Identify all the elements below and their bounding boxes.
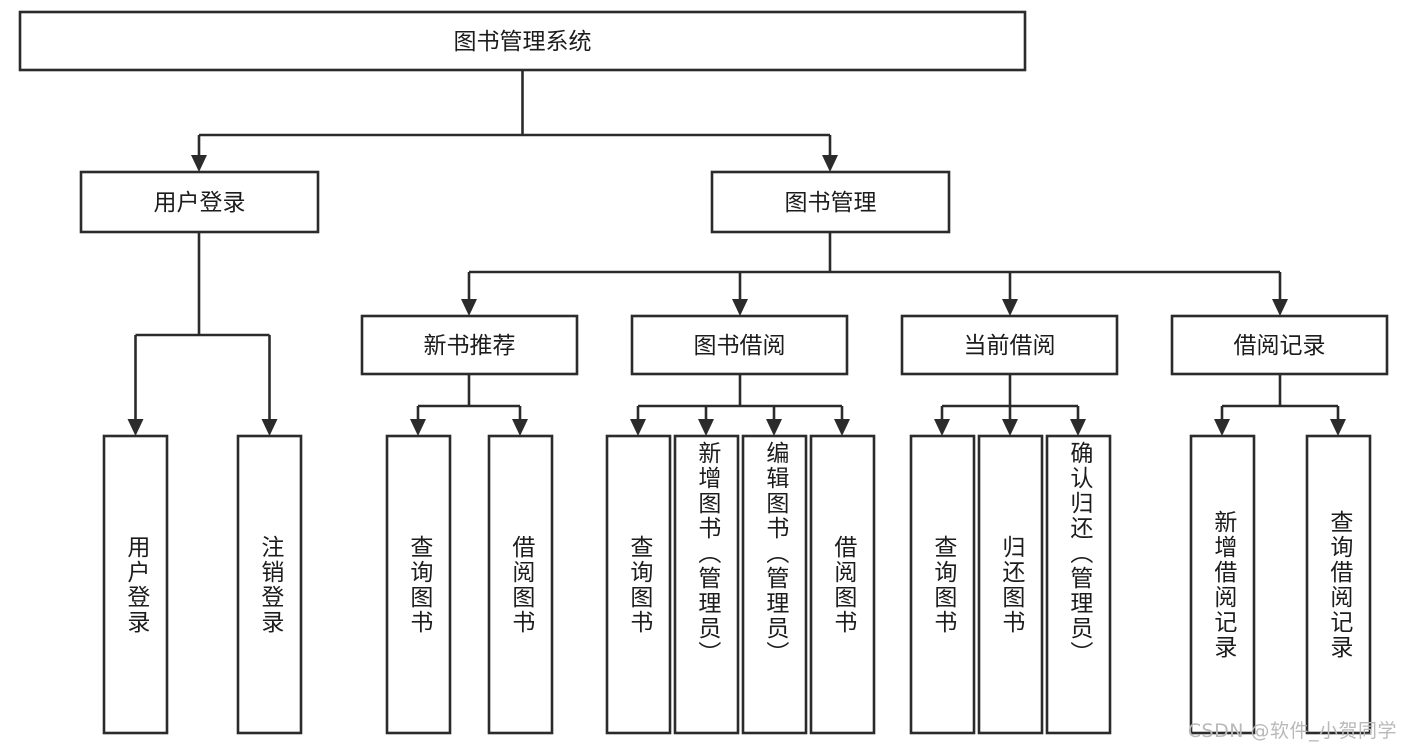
leaf-borrow-book-2[interactable]: 借阅图书	[809, 434, 876, 735]
leaf-edit-book-label: 编辑图书（管理员）	[761, 441, 788, 666]
leaf-query-record-label: 查询借阅记录	[1325, 509, 1352, 660]
leaf-logout-login-label: 注销登录	[256, 534, 283, 635]
node-new-book-recommend[interactable]: 新书推荐	[360, 314, 579, 376]
connector-bookborrow-to-leaves	[630, 374, 850, 436]
leaf-add-record-label: 新增借阅记录	[1209, 509, 1236, 660]
node-user-login-label: 用户登录	[154, 190, 246, 216]
node-current-borrow-label: 当前借阅	[964, 333, 1056, 359]
leaf-query-book-2[interactable]: 查询图书	[605, 434, 672, 735]
node-new-book-recommend-label: 新书推荐	[424, 333, 516, 359]
arrow-head-icon	[834, 419, 850, 436]
arrow-head-icon	[934, 419, 950, 436]
node-book-management[interactable]: 图书管理	[710, 170, 951, 234]
connector-root-to-level2	[191, 70, 838, 172]
arrow-head-icon	[461, 299, 477, 316]
leaf-logout-login[interactable]: 注销登录	[236, 434, 303, 735]
node-user-login[interactable]: 用户登录	[79, 170, 320, 234]
arrow-head-icon	[1272, 299, 1288, 316]
leaf-return-book[interactable]: 归还图书	[977, 434, 1044, 735]
arrow-head-icon	[1330, 419, 1346, 436]
node-book-management-label: 图书管理	[785, 190, 877, 216]
node-root-label: 图书管理系统	[454, 29, 592, 55]
leaf-borrow-book-2-label: 借阅图书	[829, 534, 856, 635]
arrow-head-icon	[1002, 299, 1018, 316]
arrow-head-icon	[410, 419, 426, 436]
arrow-head-icon	[1002, 419, 1018, 436]
leaf-confirm-return-label: 确认归还（管理员）	[1065, 441, 1092, 666]
arrow-head-icon	[698, 419, 714, 436]
node-root[interactable]: 图书管理系统	[18, 10, 1027, 72]
watermark-text: CSDN @软件_小贺同学	[1187, 720, 1397, 742]
node-borrow-record[interactable]: 借阅记录	[1170, 314, 1389, 376]
arrow-head-icon	[1214, 419, 1230, 436]
arrow-head-icon	[261, 419, 278, 436]
arrow-head-icon	[822, 155, 838, 172]
connector-newbook-to-leaves	[410, 374, 528, 436]
connector-userlogin-to-leaves	[127, 232, 278, 436]
arrow-head-icon	[732, 299, 748, 316]
leaf-add-record[interactable]: 新增借阅记录	[1189, 434, 1256, 735]
arrow-head-icon	[766, 419, 782, 436]
connector-currentborrow-to-leaves	[934, 374, 1086, 436]
leaf-add-book[interactable]: 新增图书（管理员）	[673, 434, 740, 735]
node-book-borrow-label: 图书借阅	[694, 333, 786, 359]
node-book-borrow[interactable]: 图书借阅	[630, 314, 849, 376]
leaf-query-book-3[interactable]: 查询图书	[909, 434, 976, 735]
leaf-query-record[interactable]: 查询借阅记录	[1305, 434, 1372, 735]
leaf-borrow-book-1[interactable]: 借阅图书	[487, 434, 554, 735]
leaf-query-book-3-label: 查询图书	[929, 534, 956, 635]
node-current-borrow[interactable]: 当前借阅	[900, 314, 1119, 376]
leaf-user-login-label: 用户登录	[122, 534, 149, 635]
leaf-return-book-label: 归还图书	[997, 534, 1024, 635]
leaf-borrow-book-1-label: 借阅图书	[507, 534, 534, 635]
arrow-head-icon	[191, 155, 207, 172]
leaf-add-book-label: 新增图书（管理员）	[693, 441, 720, 666]
leaf-query-book-1-label: 查询图书	[405, 534, 432, 635]
connector-borrowrecord-to-leaves	[1214, 374, 1346, 436]
arrow-head-icon	[127, 419, 144, 436]
connector-bookmgmt-to-level3	[461, 232, 1288, 316]
arrow-head-icon	[1070, 419, 1086, 436]
leaf-query-book-2-label: 查询图书	[625, 534, 652, 635]
leaf-query-book-1[interactable]: 查询图书	[385, 434, 452, 735]
arrow-head-icon	[630, 419, 646, 436]
leaf-confirm-return[interactable]: 确认归还（管理员）	[1045, 434, 1112, 735]
node-borrow-record-label: 借阅记录	[1234, 333, 1326, 359]
leaf-edit-book[interactable]: 编辑图书（管理员）	[741, 434, 808, 735]
arrow-head-icon	[512, 419, 528, 436]
leaf-user-login[interactable]: 用户登录	[102, 434, 169, 735]
